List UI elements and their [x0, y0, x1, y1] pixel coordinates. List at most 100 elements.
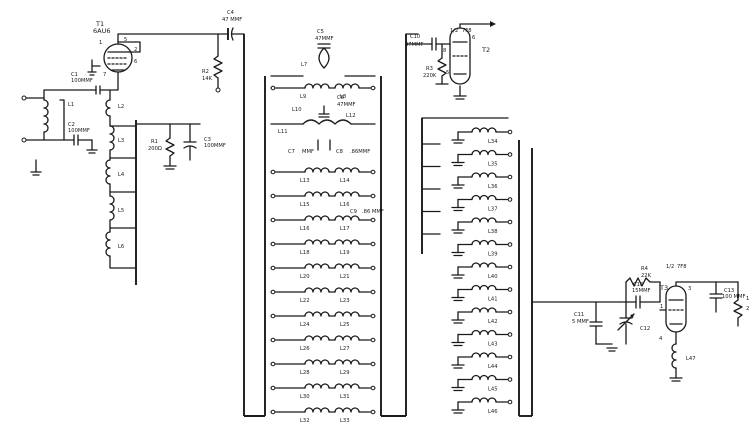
stack-coil	[471, 307, 497, 313]
stack-coil	[471, 172, 497, 178]
c4-ref: C4	[227, 10, 235, 16]
ladder-terminal	[270, 409, 276, 415]
stack-row: L45	[451, 374, 513, 393]
misc-label-1: 1	[746, 296, 749, 302]
c6-ref: C6	[337, 95, 344, 101]
ladder-label-right: L21	[340, 274, 350, 280]
r4-ref: R4	[641, 266, 649, 272]
ladder-terminal	[270, 217, 276, 223]
stack-label: L44	[488, 364, 498, 370]
r1-value: 200Ω	[148, 146, 162, 152]
l4-ref: L4	[118, 172, 125, 178]
ladder-terminal	[270, 241, 276, 247]
stack-terminal	[507, 309, 513, 315]
t1-ref-label: T1	[95, 20, 104, 28]
ladder-coil-left	[304, 167, 330, 173]
stack-coil	[471, 284, 497, 291]
ladder-coil-left	[304, 83, 330, 89]
l1-ref: L1	[68, 102, 74, 108]
l5-coil	[109, 195, 115, 221]
ladder-terminal	[370, 289, 376, 295]
ladder-label-left: L24	[300, 322, 310, 328]
stack-row: L38	[421, 217, 513, 235]
t3-stage: C11 5 MMF C12 C10 15MMF R4 22K 1/2 7F8 T…	[531, 264, 749, 382]
stack-terminal	[507, 242, 513, 247]
l1-coil	[43, 99, 49, 133]
c2-ref: C2	[68, 122, 75, 128]
stack-terminal	[507, 174, 513, 180]
c10-value: 47MMF	[405, 42, 424, 48]
t1-stage: T1 6AU6 1 5 2 6 7 C4 47 MMF R2 14K C1 10…	[21, 10, 265, 417]
ladder-terminal	[370, 169, 376, 175]
ladder-coil-right	[334, 383, 360, 389]
ladder-coil-left	[304, 359, 330, 365]
stack-coil	[471, 374, 497, 381]
ladder-terminal	[270, 361, 276, 367]
ladder-label-left: L22	[300, 298, 310, 304]
t1-pin-1: 1	[99, 40, 102, 46]
c12-ref: C12	[640, 326, 650, 332]
c10-ref: C10	[410, 34, 420, 40]
c11-ref: C11	[574, 312, 584, 318]
t2-ref: T2	[481, 46, 490, 54]
r2-ref: R2	[202, 69, 209, 75]
c2-value: 100MMF	[68, 128, 90, 134]
stack-terminal	[507, 399, 513, 405]
stack-terminal	[507, 377, 513, 382]
c11-value: 5 MMF	[572, 319, 589, 325]
r2-resistor	[213, 55, 223, 79]
t2-pin-6: 6	[472, 35, 475, 41]
t1-pin-7: 7	[103, 72, 106, 78]
c6-value: 47MMF	[337, 102, 356, 108]
ladder-label-right: L33	[340, 418, 350, 424]
stack-coil	[471, 194, 497, 201]
stack-row: L41	[451, 284, 513, 303]
stack-coil	[471, 397, 497, 403]
ladder-coil-right	[334, 287, 360, 293]
stack-coil	[471, 239, 497, 246]
c1-ref: C1	[71, 72, 78, 78]
t2-pin-5: 5	[446, 70, 449, 76]
c8-ref: C8	[336, 149, 343, 155]
ladder-terminal	[370, 313, 376, 319]
t1-type-label: 6AU6	[93, 27, 110, 35]
ladder-label-left: L30	[300, 394, 310, 400]
ladder-terminal	[370, 193, 376, 199]
c8-value: .86MMF	[350, 149, 370, 155]
c5-ref: C5	[317, 29, 324, 35]
ladder-terminal	[370, 85, 376, 91]
c9-value: .86 MMF	[362, 209, 384, 215]
l47-ref: L47	[686, 356, 696, 362]
t2-stage: C10 47MMF R3 220K 1/2 7F8 T2 8 6 5 L34L3…	[405, 21, 533, 417]
c9-ref: C9	[350, 209, 357, 215]
ladder-terminal	[370, 217, 376, 223]
r3-value: 220K	[423, 73, 437, 79]
t3-type: 7F8	[677, 264, 687, 270]
ladder-label-right: L16	[340, 202, 350, 208]
ladder-coil-left	[304, 407, 330, 413]
stack-terminal	[507, 152, 513, 157]
ladder-coil-left	[304, 383, 330, 389]
t2-tube-envelope	[449, 27, 471, 85]
l12-ref: L12	[346, 113, 356, 119]
ladder-coil-left	[304, 335, 330, 341]
stack-label: L37	[488, 207, 498, 213]
ladder-label-left: L18	[300, 250, 310, 256]
c3-value: 100MMF	[204, 143, 226, 149]
stack-coil	[471, 352, 497, 358]
l10-ref: L10	[292, 107, 302, 113]
r3-resistor	[437, 57, 447, 77]
ladder-label-right: L27	[340, 346, 350, 352]
ladder-label-left: L28	[300, 370, 310, 376]
stack-coil	[471, 217, 497, 223]
ladder-label-right: L14	[340, 178, 350, 184]
ladder-terminal	[270, 265, 276, 271]
ladder-label-right: L25	[340, 322, 350, 328]
stack-coil	[471, 149, 497, 156]
t3-type-prefix: 1/2	[666, 264, 674, 270]
